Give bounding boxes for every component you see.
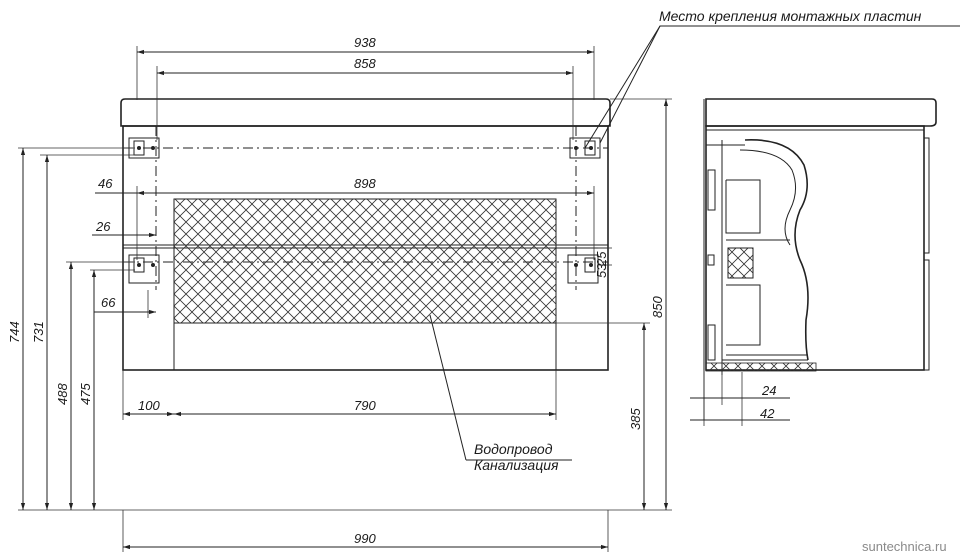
utilities-zone [173,198,557,324]
mounting-plate-bottom-left [128,254,160,284]
dim-475: 475 [78,383,93,405]
dim-100: 100 [138,398,160,413]
dim-850: 850 [650,296,665,318]
mounting-plate-top-right [569,137,601,159]
sewer-label: Канализация [474,457,559,473]
dim-25: 25 [594,251,609,267]
dim-488: 488 [55,383,70,405]
dim-26: 26 [95,219,111,234]
mounting-plate-bottom-right [567,254,599,284]
dim-42: 42 [760,406,775,421]
dim-790: 790 [354,398,376,413]
dim-744: 744 [7,321,22,343]
countertop [120,98,611,127]
side-countertop [705,98,937,127]
dim-46: 46 [98,176,113,191]
watermark: suntechnica.ru [862,539,947,554]
dim-24: 24 [761,383,776,398]
front-view [18,25,960,552]
water-label: Водопровод [474,441,553,457]
dim-898: 898 [354,176,376,191]
dim-53: 53 [594,263,609,278]
utilities-leader [429,314,467,461]
dim-938: 938 [354,35,376,50]
side-view [690,98,937,426]
dim-66: 66 [101,295,116,310]
dim-385: 385 [628,408,643,430]
dim-990: 990 [354,531,376,546]
mounting-plates-label: Место крепления монтажных пластин [659,8,922,24]
dim-731: 731 [31,321,46,343]
dim-858: 858 [354,56,376,71]
